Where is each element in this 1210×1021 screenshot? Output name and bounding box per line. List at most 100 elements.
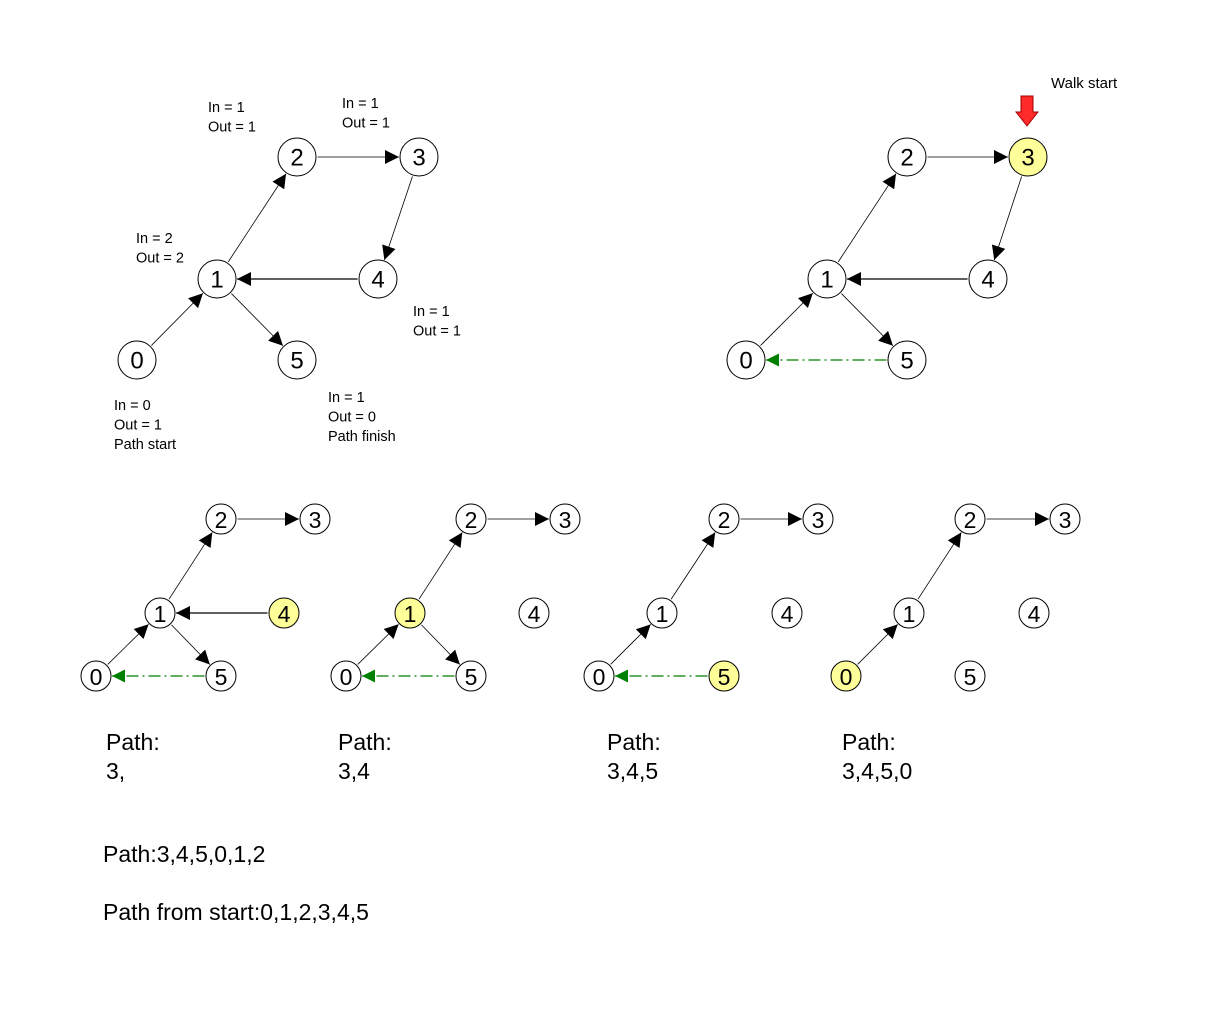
annotation-line: In = 1	[413, 304, 450, 320]
annotation-line: In = 1	[342, 96, 379, 112]
edge-1-to-2	[670, 532, 716, 600]
edge-0-to-1	[151, 292, 204, 346]
node-2: 2	[887, 137, 927, 177]
node-4: 4	[1018, 597, 1050, 629]
step-4-path-value: 3,4,5,0	[842, 758, 912, 784]
node-1: 1	[646, 597, 678, 629]
node-circle	[583, 660, 615, 692]
graph-panel-p2: 0 1 2 3 4 5	[726, 137, 1048, 380]
edge-0-to-1	[760, 292, 814, 346]
node-3: 3	[1008, 137, 1048, 177]
annotation-line: Out = 0	[328, 410, 376, 426]
node-circle	[893, 597, 925, 629]
walk-start-arrow-icon	[1014, 95, 1040, 127]
node-3: 3	[399, 137, 439, 177]
edge-0-to-1	[357, 623, 399, 665]
node-circle	[455, 660, 487, 692]
nodes-p2: 0 1 2 3 4 5	[726, 137, 1048, 380]
node-label: 3	[309, 507, 322, 533]
summary: Path:3,4,5,0,1,2 Path from start:0,1,2,3…	[103, 841, 369, 925]
node-circle	[726, 340, 766, 380]
node-circle	[117, 340, 157, 380]
node-2: 2	[205, 503, 237, 535]
node-1: 1	[807, 259, 847, 299]
node-3: 3	[802, 503, 834, 535]
node-circle	[299, 503, 331, 535]
step-3-path-value: 3,4,5	[607, 758, 658, 784]
node-label: 3	[812, 507, 825, 533]
edges-s1	[107, 512, 299, 683]
node-label: 3	[1021, 145, 1034, 172]
node-circle	[268, 597, 300, 629]
edges-s4	[857, 512, 1049, 665]
node-circle	[394, 597, 426, 629]
node-2: 2	[455, 503, 487, 535]
node-circle	[771, 597, 803, 629]
node-0: 0	[80, 660, 112, 692]
node-0: 0	[583, 660, 615, 692]
node-circle	[954, 503, 986, 535]
node-circle	[968, 259, 1008, 299]
node-3: 3	[1049, 503, 1081, 535]
node-label: 4	[981, 267, 994, 294]
node-circle	[277, 137, 317, 177]
node-circle	[646, 597, 678, 629]
node-circle	[708, 660, 740, 692]
annotation-line: Path finish	[328, 429, 396, 445]
nodes-s3: 01 2 3 45	[583, 503, 834, 692]
node-1: 1	[144, 597, 176, 629]
annotation-line: In = 2	[136, 231, 173, 247]
node-2: 2	[708, 503, 740, 535]
edge-1-to-5	[171, 624, 211, 665]
node-label: 2	[215, 507, 228, 533]
step-1-path-value: 3,	[106, 758, 125, 784]
node-label: 2	[964, 507, 977, 533]
edges-p2	[760, 150, 1022, 367]
node-label: 2	[465, 507, 478, 533]
annotation-line: In = 1	[208, 100, 245, 116]
node-5: 5	[277, 340, 317, 380]
node-4: 4	[518, 597, 550, 629]
node-2: 2	[954, 503, 986, 535]
node-0: 0	[117, 340, 157, 380]
node-label: 3	[412, 145, 425, 172]
node-circle	[399, 137, 439, 177]
node-4: 4	[968, 259, 1008, 299]
node-label: 2	[290, 145, 303, 172]
node-label: 4	[371, 267, 384, 294]
node-label: 0	[90, 664, 103, 690]
annotation-line: In = 1	[328, 390, 365, 406]
node-0: 0	[330, 660, 362, 692]
node-1: 1	[893, 597, 925, 629]
node-1: 1	[197, 259, 237, 299]
node-circle	[197, 259, 237, 299]
node-5: 5	[205, 660, 237, 692]
edges-s3	[610, 512, 802, 683]
node-circle	[80, 660, 112, 692]
node-4: 4	[358, 259, 398, 299]
node-circle	[277, 340, 317, 380]
node-0: 0	[830, 660, 862, 692]
edge-3-to-4	[382, 176, 413, 261]
node-5: 5	[708, 660, 740, 692]
node-label: 5	[290, 348, 303, 375]
node-circle	[887, 340, 927, 380]
edge-1-to-2	[168, 532, 213, 600]
node-label: 0	[840, 664, 853, 690]
node-label: 1	[820, 267, 833, 294]
node-5: 5	[887, 340, 927, 380]
edge-0-to-1	[107, 623, 149, 665]
node-4: 4	[771, 597, 803, 629]
node-label: 1	[210, 267, 223, 294]
node-circle	[549, 503, 581, 535]
node-0: 0	[726, 340, 766, 380]
node-label: 1	[903, 601, 916, 627]
node-label: 1	[404, 601, 417, 627]
